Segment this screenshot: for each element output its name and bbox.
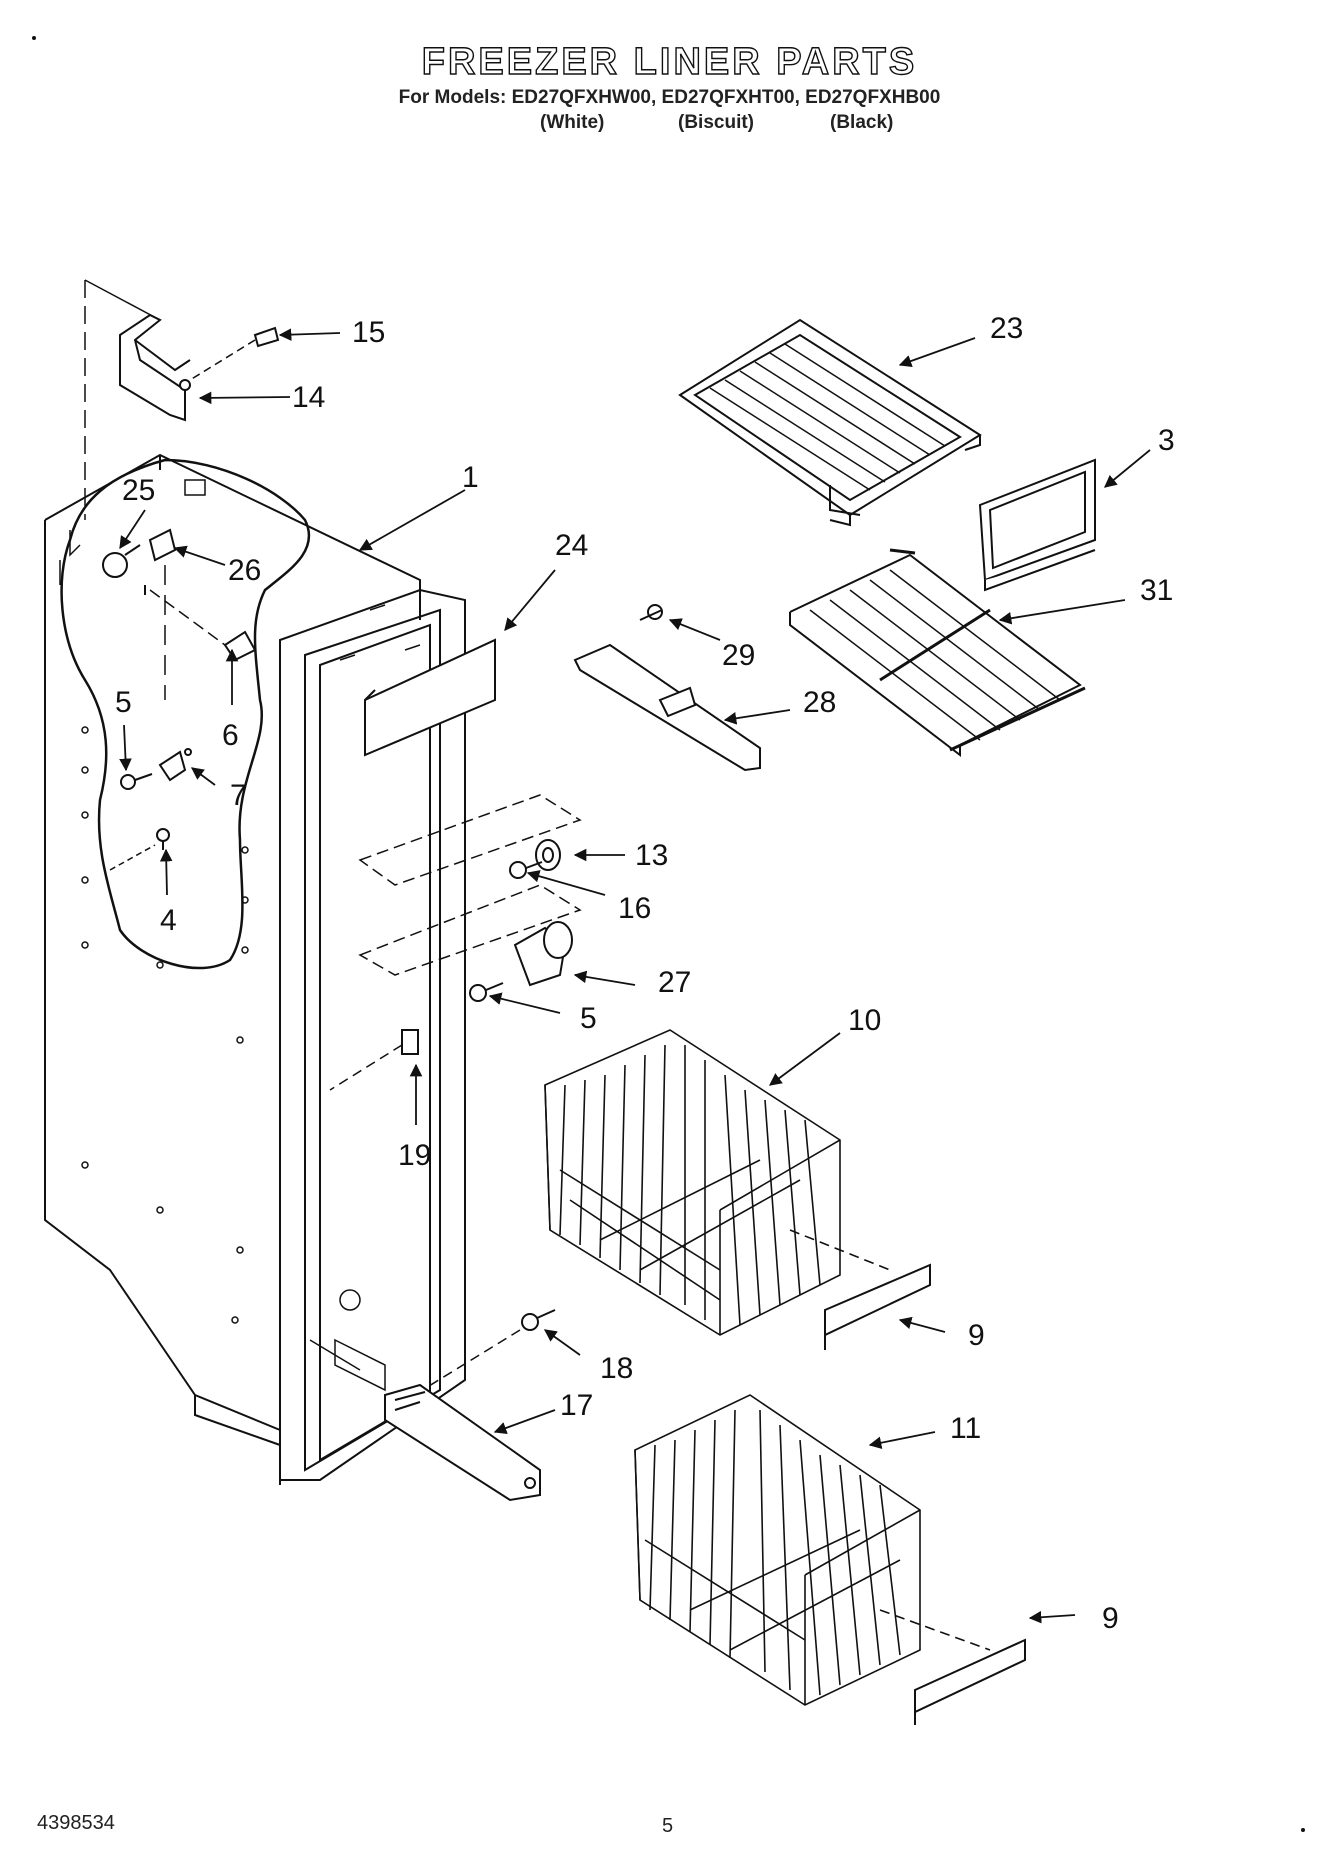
freezer-liner xyxy=(44,279,466,1485)
callout-10: 10 xyxy=(848,1004,881,1037)
part-9-rail-upper xyxy=(824,1263,931,1350)
callout-labels: 15 14 23 3 1 25 26 24 31 29 28 6 5 7 13 … xyxy=(115,312,1175,1635)
color-black: (Black) xyxy=(830,112,894,133)
callout-13: 13 xyxy=(635,839,668,872)
callout-9-lower: 9 xyxy=(1102,1602,1119,1635)
callout-16: 16 xyxy=(618,892,651,925)
callout-3: 3 xyxy=(1158,424,1175,457)
part-19-switch xyxy=(329,1029,419,1091)
callout-28: 28 xyxy=(803,686,836,719)
color-white: (White) xyxy=(540,112,605,133)
callout-15: 15 xyxy=(352,316,385,349)
part-9-rail-lower xyxy=(914,1638,1026,1725)
callout-23: 23 xyxy=(990,312,1023,345)
doc-number: 4398534 xyxy=(37,1812,115,1834)
corner-mark-top-left xyxy=(32,36,36,40)
header: FREEZER LINER PARTS For Models: ED27QFXH… xyxy=(0,40,1339,138)
callout-17: 17 xyxy=(560,1389,593,1422)
leader-arrows xyxy=(119,328,1151,1624)
part-13-cam xyxy=(535,839,561,871)
part-27-cam-support xyxy=(513,921,573,987)
part-4-plug xyxy=(109,828,170,871)
part-11-basket xyxy=(634,1394,991,1706)
part-16-screw xyxy=(509,861,543,879)
part-7-bracket xyxy=(158,748,192,782)
part-29-screw xyxy=(639,604,663,621)
part-14-bracket xyxy=(119,313,191,422)
callout-29: 29 xyxy=(722,639,755,672)
part-28-bracket xyxy=(573,643,761,772)
callout-6: 6 xyxy=(222,719,239,752)
part-5-screw-upper xyxy=(120,773,153,790)
callout-1: 1 xyxy=(462,461,479,494)
callout-7: 7 xyxy=(230,779,247,812)
part-5-screw-lower xyxy=(469,982,504,1002)
page-number: 5 xyxy=(662,1815,674,1837)
part-23-shelf xyxy=(678,318,982,527)
part-18-screw xyxy=(389,1309,556,1411)
color-variants: (White) (Biscuit) (Black) xyxy=(0,112,1339,138)
part-17-kickplate xyxy=(384,1383,541,1502)
part-15-screw xyxy=(189,326,280,381)
callout-18: 18 xyxy=(600,1352,633,1385)
part-25-bulb xyxy=(102,544,141,578)
part-3-panel xyxy=(978,458,1096,592)
callout-19: 19 xyxy=(398,1139,431,1172)
page-title: FREEZER LINER PARTS xyxy=(421,40,918,83)
callout-11: 11 xyxy=(950,1412,981,1445)
callout-9-upper: 9 xyxy=(968,1319,985,1352)
part-10-basket xyxy=(544,1029,891,1336)
part-31-wire-shelf xyxy=(789,548,1086,758)
corner-mark-bottom-right xyxy=(1301,1828,1305,1832)
callout-5-upper: 5 xyxy=(115,686,132,719)
part-24-divider xyxy=(364,638,496,757)
part-26-socket xyxy=(148,528,177,700)
callout-26: 26 xyxy=(228,554,261,587)
callout-27: 27 xyxy=(658,966,691,999)
callout-31: 31 xyxy=(1140,574,1173,607)
callout-14: 14 xyxy=(292,381,325,414)
callout-24: 24 xyxy=(555,529,588,562)
mount-plate-dashed xyxy=(358,794,582,976)
part-6-clip xyxy=(144,585,257,662)
callout-25: 25 xyxy=(122,474,155,507)
color-biscuit: (Biscuit) xyxy=(678,112,754,133)
callout-4: 4 xyxy=(160,904,177,937)
models-line: For Models: ED27QFXHW00, ED27QFXHT00, ED… xyxy=(398,87,941,108)
callout-5-lower: 5 xyxy=(580,1002,597,1035)
